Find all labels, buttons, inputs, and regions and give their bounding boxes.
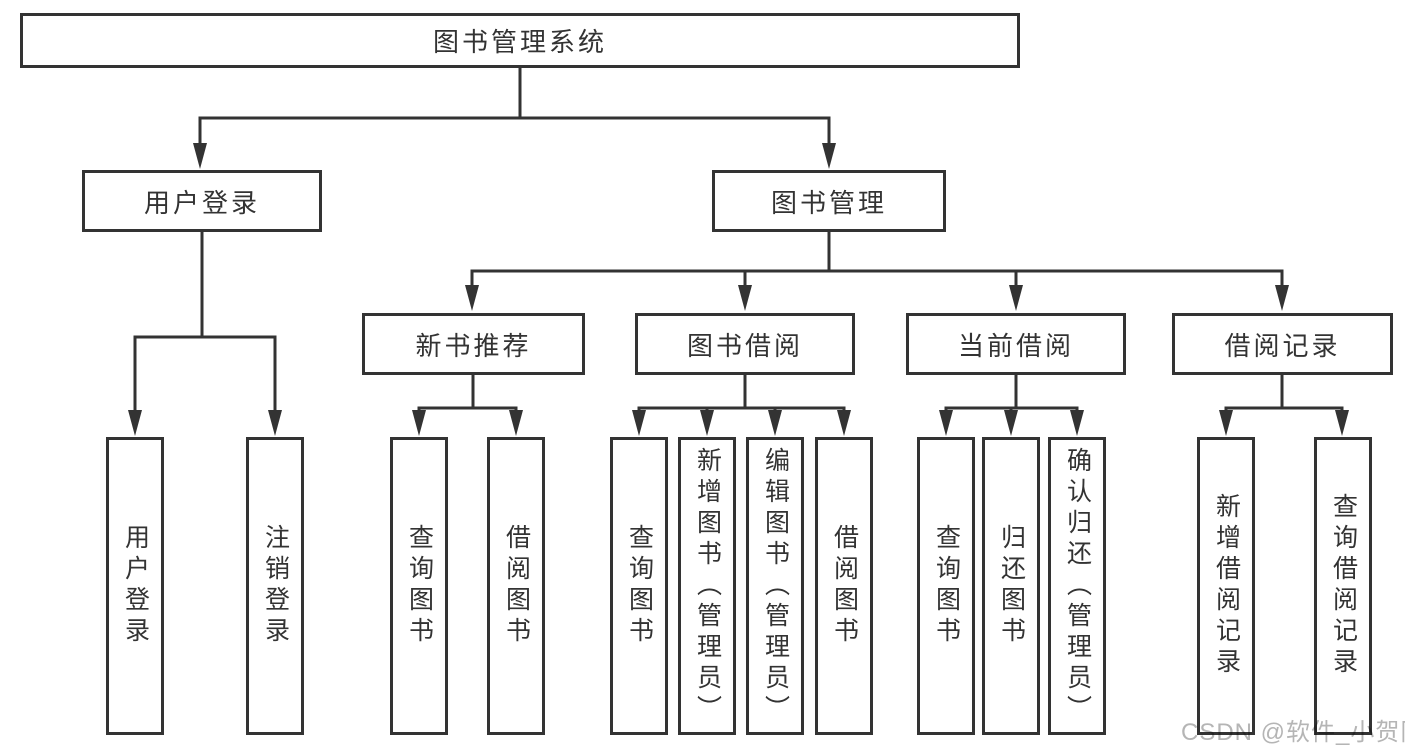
leaf-user-login: 用户登录 — [106, 437, 164, 735]
leaf-return-books: 归还图书 — [982, 437, 1040, 735]
leaf-add-book-admin: 新增图书（管理员） — [678, 437, 736, 735]
leaf-query-books-3: 查询图书 — [917, 437, 975, 735]
leaf-confirm-return-admin: 确认归还（管理员） — [1048, 437, 1106, 735]
node-root: 图书管理系统 — [20, 13, 1020, 68]
leaf-confirm-return-admin-label: 确认归还（管理员） — [1063, 446, 1092, 726]
node-book-management-label: 图书管理 — [770, 187, 887, 218]
leaf-return-books-label: 归还图书 — [997, 524, 1026, 648]
arrowheads — [128, 143, 1349, 436]
leaf-query-books-1-label: 查询图书 — [405, 524, 434, 648]
leaf-edit-book-admin: 编辑图书（管理员） — [746, 437, 804, 735]
leaf-borrow-books-1: 借阅图书 — [487, 437, 545, 735]
leaf-query-borrow-record-label: 查询借阅记录 — [1329, 493, 1358, 679]
node-book-borrow: 图书借阅 — [635, 313, 855, 375]
node-book-management: 图书管理 — [712, 170, 946, 232]
leaf-logout-label: 注销登录 — [261, 524, 290, 648]
node-current-borrow: 当前借阅 — [906, 313, 1126, 375]
leaf-add-book-admin-label: 新增图书（管理员） — [693, 446, 722, 726]
leaf-user-login-label: 用户登录 — [121, 524, 150, 648]
node-user-login: 用户登录 — [82, 170, 322, 232]
node-borrow-records-label: 借阅记录 — [1224, 330, 1341, 361]
leaf-query-books-2: 查询图书 — [610, 437, 668, 735]
node-user-login-label: 用户登录 — [143, 187, 260, 218]
node-new-book-recommend-label: 新书推荐 — [415, 330, 532, 361]
leaf-query-borrow-record: 查询借阅记录 — [1314, 437, 1372, 735]
leaf-query-books-2-label: 查询图书 — [625, 524, 654, 648]
node-book-borrow-label: 图书借阅 — [686, 330, 803, 361]
node-current-borrow-label: 当前借阅 — [957, 330, 1074, 361]
node-new-book-recommend: 新书推荐 — [362, 313, 585, 375]
leaf-borrow-books-1-label: 借阅图书 — [502, 524, 531, 648]
leaf-query-books-3-label: 查询图书 — [932, 524, 961, 648]
leaf-add-borrow-record-label: 新增借阅记录 — [1212, 493, 1241, 679]
leaf-borrow-books-2: 借阅图书 — [815, 437, 873, 735]
leaf-borrow-books-2-label: 借阅图书 — [830, 524, 859, 648]
leaf-query-books-1: 查询图书 — [390, 437, 448, 735]
node-borrow-records: 借阅记录 — [1172, 313, 1393, 375]
csdn-watermark: CSDN @软件_小贺同学 — [1181, 719, 1405, 746]
leaf-add-borrow-record: 新增借阅记录 — [1197, 437, 1255, 735]
leaf-edit-book-admin-label: 编辑图书（管理员） — [761, 446, 790, 726]
node-root-label: 图书管理系统 — [432, 27, 607, 57]
leaf-logout: 注销登录 — [246, 437, 304, 735]
